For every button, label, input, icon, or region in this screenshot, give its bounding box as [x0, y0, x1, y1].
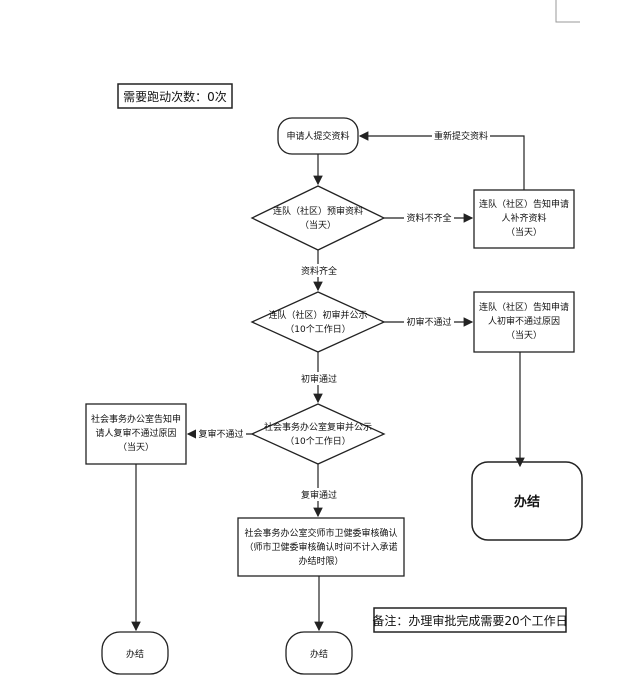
- node-pre-review-line1: 连队（社区）预审资料: [273, 205, 363, 217]
- node-end-right-text: 办结: [514, 494, 540, 510]
- edge-first-pass-label: 初审通过: [301, 373, 337, 385]
- node-notify-first-fail-line3: （当天）: [506, 329, 542, 341]
- footer-note: 备注：办理审批完成需要20个工作日: [372, 607, 568, 633]
- node-pre-review: 连队（社区）预审资料 （当天）: [250, 185, 386, 251]
- node-first-review-line1: 连队（社区）初审并公示: [268, 309, 367, 321]
- edge-resubmit: [358, 131, 525, 190]
- node-notify-second-fail-line2: 请人复审不通过原因: [95, 427, 176, 439]
- node-confirm-line2: （师市卫健委审核确认时间不计入承诺: [244, 541, 397, 553]
- edge-first-fail-label-bg: [404, 315, 454, 328]
- node-end-center: 办结: [285, 631, 353, 675]
- edge-resubmit-label: 重新提交资料: [434, 130, 488, 142]
- edge-second-pass-label: 复审通过: [301, 489, 337, 501]
- edge-incomplete-label: 资料不齐全: [406, 212, 451, 224]
- node-second-review-line2: （10个工作日）: [285, 435, 350, 447]
- edge-complete-label: 资料齐全: [301, 265, 337, 277]
- node-first-review: 连队（社区）初审并公示 （10个工作日）: [250, 291, 386, 353]
- node-notify-supplement-line2: 人补齐资料: [501, 212, 546, 224]
- node-end-left: 办结: [101, 631, 169, 675]
- node-start: 申请人提交资料: [277, 117, 359, 155]
- node-confirm-line3: 办结时限）: [298, 555, 343, 567]
- node-end-center-text: 办结: [310, 648, 328, 660]
- header-note-text: 需要跑动次数：0次: [123, 89, 227, 104]
- node-end-right: 办结: [471, 461, 583, 541]
- edge-second-fail-label: 复审不通过: [198, 428, 243, 440]
- node-confirm-line1: 社会事务办公室交师市卫健委审核确认: [244, 527, 397, 539]
- node-second-review-line1: 社会事务办公室复审并公示: [264, 421, 372, 433]
- node-start-text: 申请人提交资料: [286, 130, 349, 142]
- edge-first-pass-label-bg: [298, 372, 340, 385]
- node-confirm: 社会事务办公室交师市卫健委审核确认 （师市卫健委审核确认时间不计入承诺 办结时限…: [237, 517, 405, 577]
- node-notify-first-fail-line2: 人初审不通过原因: [488, 315, 560, 327]
- page-corner-mark: [555, 0, 580, 23]
- node-notify-first-fail-line1: 连队（社区）告知申请: [479, 301, 569, 313]
- node-first-review-line2: （10个工作日）: [285, 323, 350, 335]
- node-end-left-text: 办结: [126, 648, 144, 660]
- node-notify-second-fail: 社会事务办公室告知申 请人复审不通过原因 （当天）: [85, 403, 187, 465]
- edge-resubmit-label-bg: [432, 129, 490, 142]
- edge-second-pass-label-bg: [298, 488, 340, 501]
- node-notify-first-fail: 连队（社区）告知申请 人初审不通过原因 （当天）: [473, 291, 575, 353]
- node-notify-supplement-line1: 连队（社区）告知申请: [479, 198, 569, 210]
- footer-note-text: 备注：办理审批完成需要20个工作日: [372, 613, 567, 628]
- edge-incomplete-label-bg: [404, 211, 454, 224]
- edge-complete-label-bg: [298, 264, 340, 277]
- node-notify-second-fail-line1: 社会事务办公室告知申: [91, 413, 181, 425]
- edge-second-fail-label-bg: [196, 427, 246, 440]
- node-notify-supplement: 连队（社区）告知申请 人补齐资料 （当天）: [473, 189, 575, 249]
- header-note: 需要跑动次数：0次: [117, 83, 233, 109]
- node-notify-second-fail-line3: （当天）: [118, 441, 154, 453]
- edge-first-fail-label: 初审不通过: [406, 316, 451, 328]
- node-second-review: 社会事务办公室复审并公示 （10个工作日）: [250, 403, 386, 465]
- node-notify-supplement-line3: （当天）: [506, 226, 542, 238]
- node-pre-review-line2: （当天）: [300, 219, 336, 231]
